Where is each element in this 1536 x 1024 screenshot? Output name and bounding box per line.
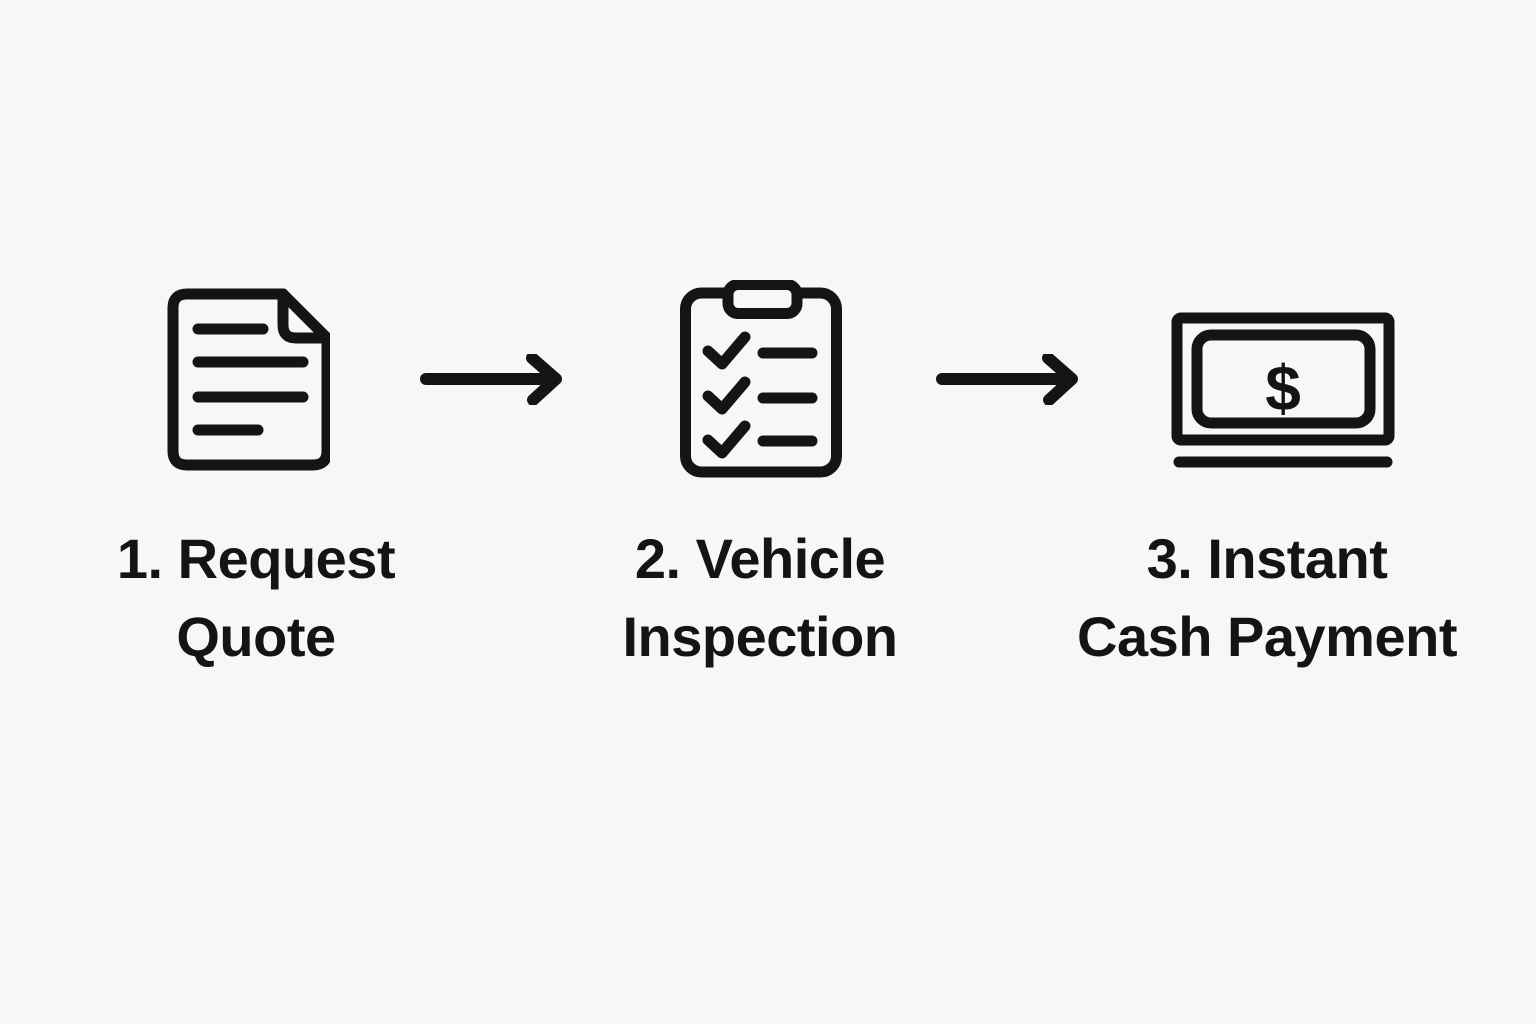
arrow-right-icon bbox=[936, 354, 1078, 405]
label-line-1: 1. Request bbox=[116, 527, 396, 590]
document-fold-corner bbox=[277, 288, 330, 344]
label-line-1: 3. Instant bbox=[1146, 527, 1388, 590]
document-outline bbox=[167, 288, 330, 471]
step-request-quote-icon-area bbox=[166, 287, 330, 473]
label-line-2: Cash Payment bbox=[1077, 605, 1457, 668]
arrow-head bbox=[1042, 354, 1078, 405]
arrow-right-icon bbox=[420, 354, 562, 405]
label-line-2: Inspection bbox=[622, 605, 898, 668]
clipboard-clip bbox=[722, 280, 803, 319]
step-label-vehicle-inspection: 2. Vehicle Inspection bbox=[530, 520, 990, 676]
step-label-request-quote: 1. Request Quote bbox=[26, 520, 486, 676]
step-vehicle-inspection-icon-area bbox=[680, 280, 842, 480]
checkmark-1 bbox=[702, 331, 751, 370]
checkmark-3 bbox=[702, 420, 751, 459]
bill-inner-border bbox=[1191, 329, 1376, 429]
connector-arrow-2 bbox=[936, 354, 1078, 405]
dollar-sign: $ bbox=[1265, 352, 1301, 424]
label-line-2: Quote bbox=[176, 605, 336, 668]
bill-outer-border bbox=[1171, 312, 1395, 446]
label-line-1: 2. Vehicle bbox=[634, 527, 886, 590]
step-label-instant-cash-payment: 3. Instant Cash Payment bbox=[1037, 520, 1497, 676]
clipboard-checklist-icon bbox=[680, 280, 842, 478]
money-bill-icon: $ bbox=[1171, 312, 1395, 468]
arrow-head bbox=[526, 354, 562, 405]
step-instant-cash-payment-icon-area: $ bbox=[1171, 311, 1395, 471]
checkmark-2 bbox=[702, 376, 751, 415]
connector-arrow-1 bbox=[420, 354, 562, 405]
document-icon bbox=[167, 288, 330, 471]
